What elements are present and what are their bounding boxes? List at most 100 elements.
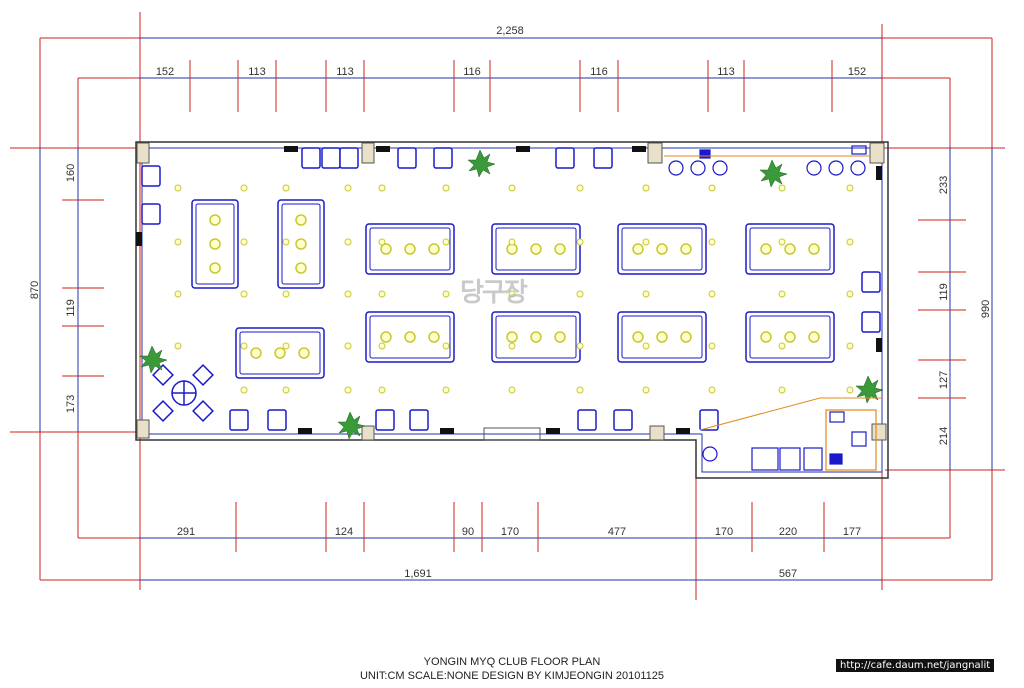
ceiling-light [344,184,352,192]
table-cushion [369,227,451,271]
table-cushion [495,227,577,271]
table-cushion [369,315,451,359]
dim-right-seg: 233 [938,176,950,194]
chair [433,147,453,169]
table-light [250,347,262,359]
ceiling-light [846,386,854,394]
table-cushion [195,203,235,285]
dim-left-seg: 160 [65,164,77,182]
ceiling-light [708,238,716,246]
chairs [141,147,881,431]
watermark-logo: 당구장 [460,278,528,308]
table-light [530,331,542,343]
chair [267,409,287,431]
table-light [295,214,307,226]
plants [139,149,884,440]
ceiling-light [282,386,290,394]
ceiling-light [846,290,854,298]
table-light [209,262,221,274]
ceiling-light [778,290,786,298]
ceiling-light [344,290,352,298]
counter-area [668,145,867,176]
ceiling-light [846,184,854,192]
dim-bottom-total: 567 [779,568,797,580]
table-light [209,238,221,250]
ceiling-light [442,184,450,192]
table-cushion [621,227,703,271]
ceiling-light [442,386,450,394]
ceiling-light [846,238,854,246]
dim-bottom-seg: 477 [608,526,626,538]
ceiling-light [642,342,650,350]
chair [321,147,341,169]
chair [141,165,161,187]
dim-right-seg: 119 [938,283,950,301]
ceiling-light [708,386,716,394]
table-light [428,243,440,255]
chair [141,203,161,225]
table-light [295,262,307,274]
ceiling-light [778,238,786,246]
table-light [298,347,310,359]
chair [409,409,429,431]
dim-bottom-seg: 124 [335,526,353,538]
ceiling-light [378,386,386,394]
ceiling-light [442,290,450,298]
dim-left-total: 870 [29,281,41,299]
ceiling-light [282,184,290,192]
ceiling-light [576,290,584,298]
table-light [428,331,440,343]
table-light [760,243,772,255]
ceiling-light [576,184,584,192]
dim-bottom-seg: 170 [501,526,519,538]
dim-bottom-seg: 177 [843,526,861,538]
dim-top-seg: 152 [848,66,866,78]
table-light [680,243,692,255]
ceiling-light [282,342,290,350]
table-cushion [239,331,321,375]
ceiling-light [846,342,854,350]
ceiling-light [174,238,182,246]
ceiling-light [344,342,352,350]
dim-top-seg: 116 [463,66,481,78]
table-cushion [495,315,577,359]
ceiling-light [778,342,786,350]
chair [577,409,597,431]
table-light [808,331,820,343]
dim-top-seg: 113 [248,66,266,78]
ceiling-light [240,184,248,192]
dim-left-seg: 173 [65,395,77,413]
ceiling-light [778,184,786,192]
ceiling-light [576,342,584,350]
ceiling-light [708,184,716,192]
ceiling-light [240,238,248,246]
billiard-table [277,199,325,289]
ceiling-light [240,290,248,298]
table-cushion [621,315,703,359]
chair [375,409,395,431]
table-light [404,331,416,343]
ceiling-light [576,386,584,394]
table-light [656,243,668,255]
ceiling-light [642,386,650,394]
billiard-table [491,311,581,363]
table-light [760,331,772,343]
table-light [632,331,644,343]
ceiling-light [642,238,650,246]
chair [339,147,359,169]
table-cushion [749,227,831,271]
table-light [506,331,518,343]
chair [301,147,321,169]
dim-left-seg: 119 [65,299,77,317]
ceiling-light [508,342,516,350]
dim-top-seg: 116 [590,66,608,78]
dim-bottom-seg: 170 [715,526,733,538]
billiard-table [745,311,835,363]
ceiling-light [240,386,248,394]
ceiling-light [174,290,182,298]
table-light [404,243,416,255]
dimension-chains [39,37,993,581]
ceiling-light [282,238,290,246]
billiard-table [365,311,455,363]
